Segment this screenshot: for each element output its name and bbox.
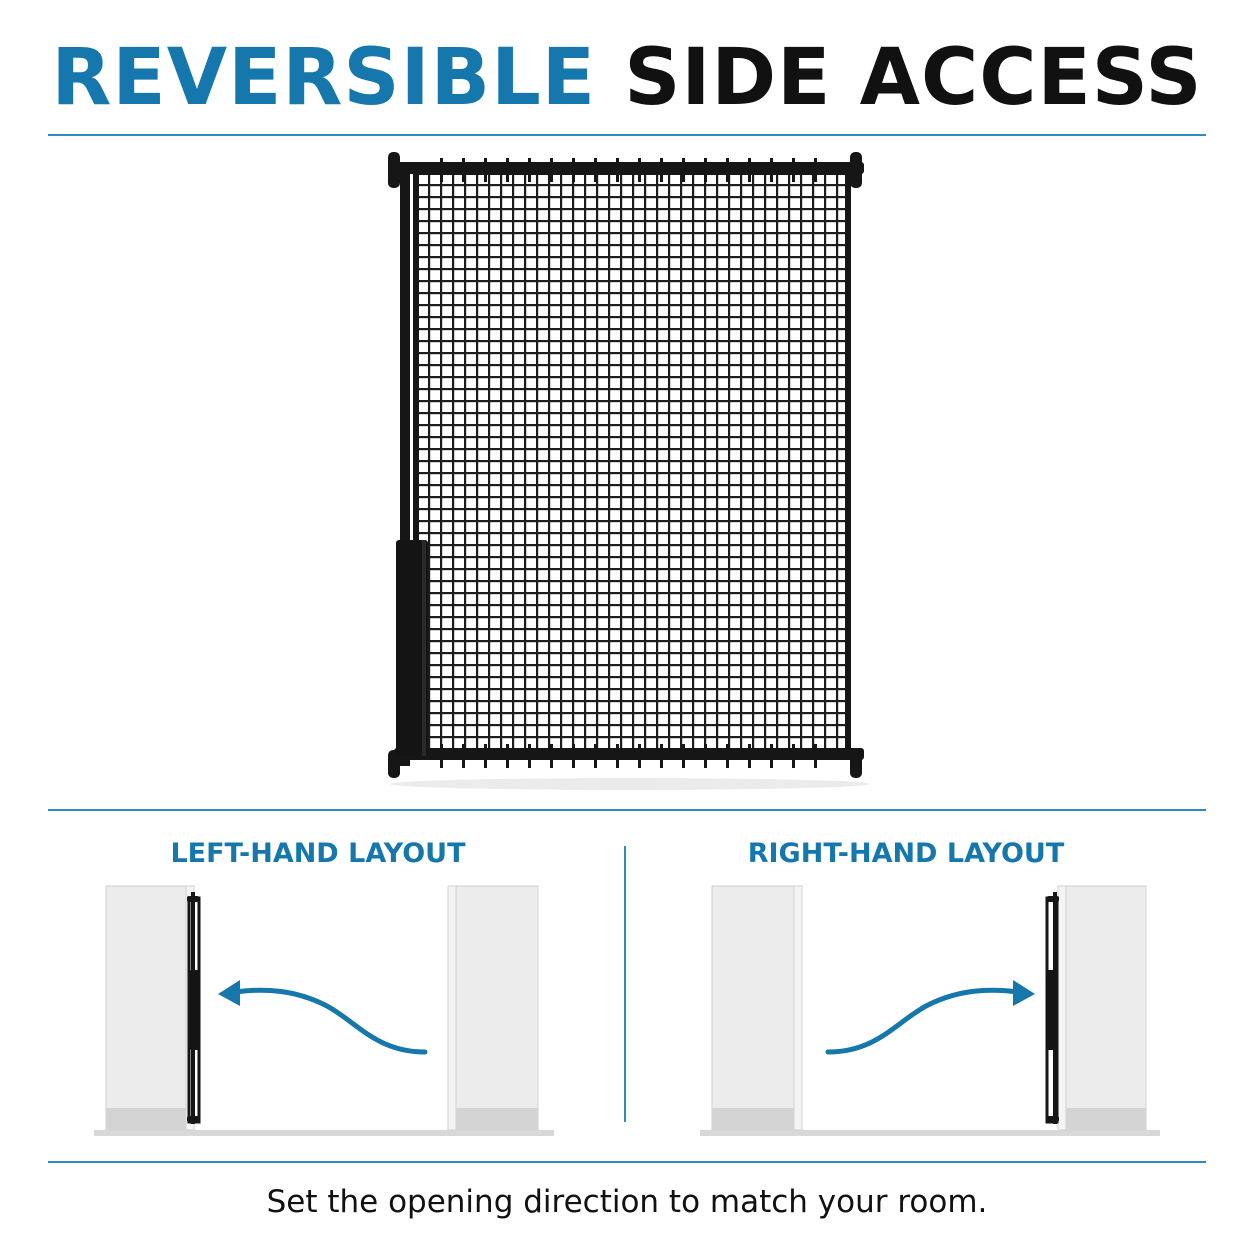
swing-arrow-icon [218, 980, 240, 1006]
top-divider [48, 134, 1206, 136]
title-accent: REVERSIBLE [51, 33, 597, 123]
right-layout-label: RIGHT-HAND LAYOUT [747, 838, 1065, 869]
right-hand-layout-diagram [700, 885, 1160, 1136]
layout-divider [624, 846, 626, 1122]
footer-caption: Set the opening direction to match your … [266, 1184, 988, 1220]
middle-divider [48, 809, 1206, 811]
mesh-gate-icon [388, 152, 870, 790]
title-rest: SIDE ACCESS [624, 33, 1203, 123]
swing-arrow-icon [1013, 980, 1035, 1006]
retracted-gate-icon [187, 892, 201, 1124]
left-layout-label: LEFT-HAND LAYOUT [170, 838, 466, 869]
page-title: REVERSIBLE SIDE ACCESS [0, 28, 1254, 128]
left-hand-layout-diagram [94, 885, 554, 1136]
bottom-divider [48, 1161, 1206, 1163]
retracted-gate-icon [1045, 892, 1059, 1124]
